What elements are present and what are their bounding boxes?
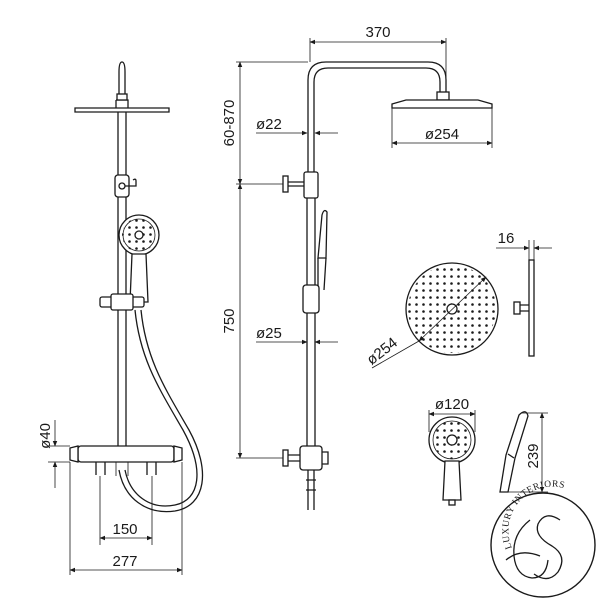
- side-upper-bracket: [282, 175, 289, 193]
- dim-mixer-diameter: ø40: [37, 423, 54, 449]
- side-main-pipe: [306, 180, 316, 448]
- dim-arm-length: 370: [365, 24, 390, 41]
- front-hand-shower-handle: [129, 253, 149, 303]
- dim-overhead-diameter-side: ø254: [425, 126, 459, 143]
- dim-top-height-range: 60-870: [221, 100, 238, 147]
- dim-rail-length: 750: [221, 308, 238, 333]
- front-joint-handle: [122, 178, 137, 187]
- hand-shower-handle: [442, 460, 462, 501]
- front-main-pipe: [117, 112, 127, 446]
- hand-shower-dimensions: ø120 239: [428, 396, 548, 493]
- dim-hand-shower-length: 239: [525, 443, 542, 468]
- side-dimensions: 370 60-870 750 ø22 ø254 ø25: [221, 24, 493, 459]
- dim-pipe-upper-diameter: ø22: [256, 116, 282, 133]
- hand-shower-detail: [428, 411, 529, 506]
- front-joint-dot: [118, 182, 126, 190]
- front-arm-top: [118, 61, 126, 94]
- dim-overhead-diameter-front: ø254: [364, 334, 401, 368]
- brand-logo: LUXURY INTERIORS: [490, 480, 596, 598]
- dim-mixer-center-distance: 150: [112, 521, 137, 538]
- overhead-detail: [405, 259, 535, 357]
- side-slider: [302, 284, 320, 314]
- overhead-side-profile: [528, 259, 535, 357]
- brand-monogram: [533, 515, 563, 580]
- front-wall-connectors: [95, 462, 157, 475]
- front-mixer-bar: [77, 445, 175, 463]
- side-overhead-plate: [391, 99, 493, 109]
- side-hand-shower: [317, 209, 328, 259]
- front-overhead-neck: [115, 99, 129, 108]
- front-mixer-right-knob: [173, 445, 183, 463]
- front-dimensions: ø40 150 277: [37, 420, 183, 575]
- side-arm: [307, 61, 447, 180]
- dim-hand-shower-diameter: ø120: [435, 396, 469, 413]
- dim-pipe-lower-diameter: ø25: [256, 325, 282, 342]
- dim-overhead-thickness: 16: [498, 230, 515, 247]
- hand-shower-side-profile: [499, 411, 529, 493]
- side-lower-bracket: [282, 449, 289, 467]
- front-overhead-connector: [116, 93, 128, 101]
- dim-mixer-total-width: 277: [112, 553, 137, 570]
- front-hose: [124, 309, 198, 507]
- side-overhead-connector: [436, 91, 450, 101]
- front-mixer-left-knob: [69, 445, 79, 463]
- front-view: [69, 61, 204, 513]
- front-overhead-plate: [74, 107, 170, 113]
